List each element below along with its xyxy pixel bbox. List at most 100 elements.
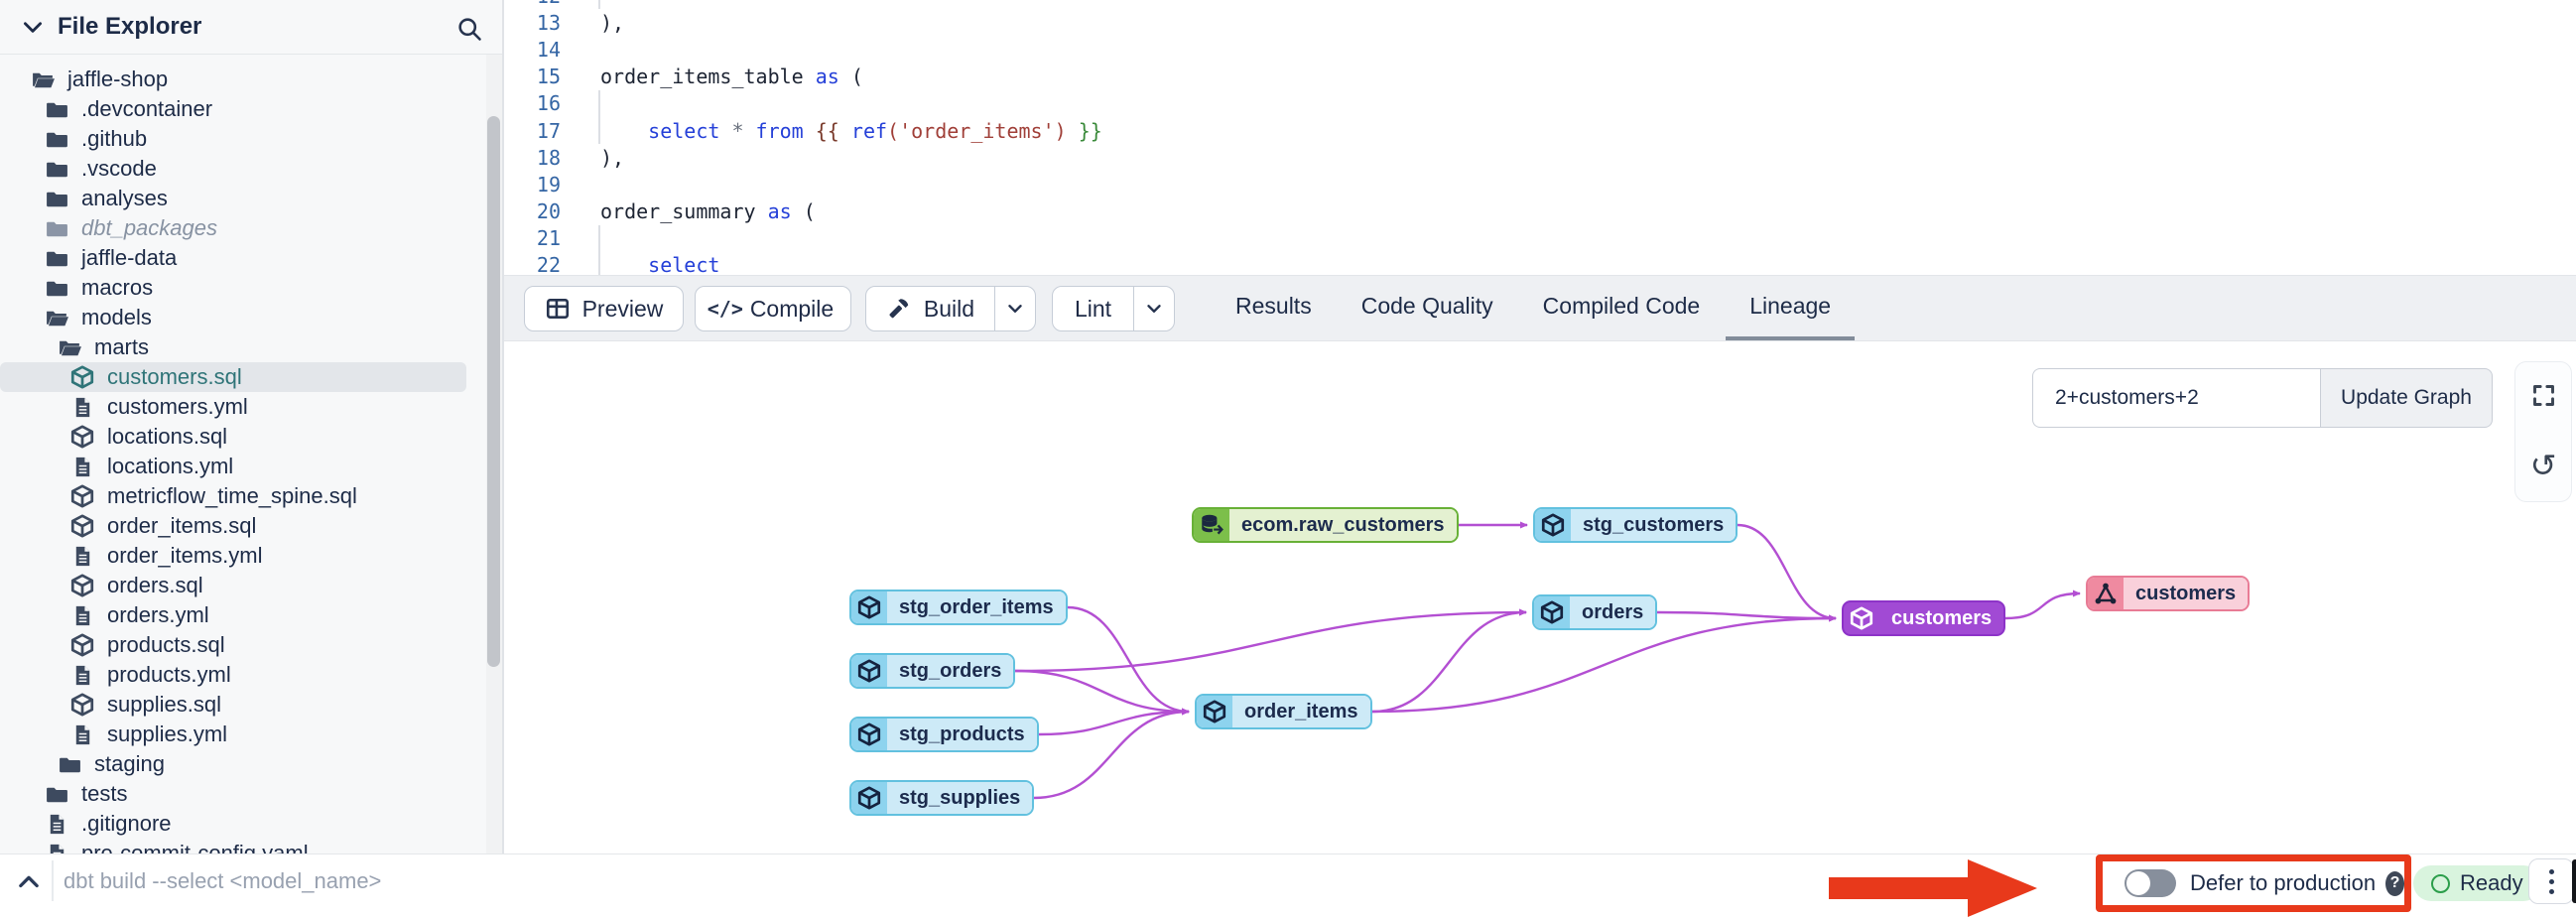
model-file-icon [69, 573, 95, 598]
file-item-macros[interactable]: macros [0, 273, 486, 303]
lineage-node-stg_order_items[interactable]: stg_order_items [849, 590, 1068, 625]
tab-lineage[interactable]: Lineage [1726, 276, 1856, 340]
file-item-staging[interactable]: staging [0, 749, 486, 779]
file-item--gitignore[interactable]: .gitignore [0, 809, 486, 839]
file-item-customers-yml[interactable]: customers.yml [0, 392, 486, 422]
help-icon[interactable]: ? [2385, 870, 2404, 896]
button-label: Preview [581, 295, 664, 322]
build-dropdown-caret[interactable] [994, 287, 1035, 330]
file-item-orders-yml[interactable]: orders.yml [0, 600, 486, 630]
lineage-node-stg_orders[interactable]: stg_orders [849, 653, 1016, 689]
file-item-label: .gitignore [81, 811, 172, 836]
file-item-label: .devcontainer [81, 96, 213, 121]
file-item-order-items-sql[interactable]: order_items.sql [0, 511, 486, 541]
doc-file-icon [44, 811, 69, 837]
tab-compiled-code[interactable]: Compiled Code [1542, 293, 1701, 319]
lineage-node-orders[interactable]: orders [1532, 594, 1658, 630]
lineage-node-stg_supplies[interactable]: stg_supplies [849, 780, 1035, 816]
lineage-node-stg_products[interactable]: stg_products [849, 717, 1039, 752]
file-explorer-header: File Explorer [0, 0, 502, 55]
file-item-label: jaffle-data [81, 245, 178, 270]
file-item-jaffle-shop[interactable]: jaffle-shop [0, 65, 486, 94]
tab-results[interactable]: Results [1235, 293, 1312, 319]
file-item-metricflow-time-spine-sql[interactable]: metricflow_time_spine.sql [0, 481, 486, 511]
status-circle-icon [2431, 873, 2450, 893]
file-item-marts[interactable]: marts [0, 332, 486, 362]
file-item--devcontainer[interactable]: .devcontainer [0, 94, 486, 124]
lineage-selector-input[interactable] [2032, 368, 2320, 428]
compile-button[interactable]: </>Compile [695, 286, 851, 331]
file-item-products-sql[interactable]: products.sql [0, 630, 486, 660]
model-file-icon [69, 424, 95, 450]
indent-guide [598, 0, 600, 10]
code-line-16: 16 [504, 89, 2576, 117]
search-icon[interactable] [454, 14, 484, 44]
line-number: 19 [536, 172, 561, 197]
chevron-up-icon[interactable] [14, 867, 44, 897]
file-item-products-yml[interactable]: products.yml [0, 660, 486, 690]
node-label: order_items [1232, 696, 1370, 727]
file-item-order-items-yml[interactable]: order_items.yml [0, 541, 486, 571]
file-item-supplies-yml[interactable]: supplies.yml [0, 720, 486, 749]
file-item-supplies-sql[interactable]: supplies.sql [0, 690, 486, 720]
tab-code-quality[interactable]: Code Quality [1360, 293, 1493, 319]
lineage-node-stg_customers[interactable]: stg_customers [1533, 507, 1739, 543]
chevron-down-icon[interactable] [20, 14, 46, 40]
file-item-orders-sql[interactable]: orders.sql [0, 571, 486, 600]
file-item-label: staging [94, 751, 165, 776]
file-item-models[interactable]: models [0, 303, 486, 332]
lineage-node-customers_semantic[interactable]: customers [2086, 576, 2251, 611]
update-graph-button[interactable]: Update Graph [2320, 368, 2493, 428]
line-number: 12 [504, 0, 561, 8]
folder-icon [57, 751, 82, 777]
lineage-view-controls: ↺ [2514, 361, 2572, 502]
fullscreen-icon[interactable] [2530, 382, 2557, 409]
file-item-label: order_items.yml [107, 543, 263, 568]
folder-icon [44, 156, 69, 182]
defer-to-production-toggle[interactable] [2125, 869, 2176, 897]
file-item-jaffle-data[interactable]: jaffle-data [0, 243, 486, 273]
file-item-label: locations.yml [107, 454, 234, 478]
code-line-19: 19 [504, 171, 2576, 197]
file-item-label: analyses [81, 186, 168, 210]
lint-dropdown-caret[interactable] [1133, 287, 1174, 330]
node-label: orders [1570, 596, 1656, 628]
lineage-node-customers[interactable]: customers [1842, 600, 2006, 636]
build-button[interactable]: Build [865, 286, 1036, 331]
file-item-dbt-packages[interactable]: dbt_packages [0, 213, 486, 243]
explorer-scrollbar-track [486, 55, 502, 853]
line-number: 15 [536, 65, 561, 89]
file-item--github[interactable]: .github [0, 124, 486, 154]
file-item-customers-sql[interactable]: customers.sql [0, 362, 466, 392]
model-file-icon [69, 483, 95, 509]
line-number: 22 [536, 253, 561, 275]
lineage-node-order_items[interactable]: order_items [1195, 694, 1372, 729]
file-item-tests[interactable]: tests [0, 779, 486, 809]
folder-icon [44, 275, 69, 301]
kebab-menu-button[interactable] [2528, 858, 2574, 904]
preview-button[interactable]: Preview [524, 286, 684, 331]
folder-icon [57, 334, 82, 360]
folder-icon [30, 66, 56, 92]
explorer-scrollbar-thumb[interactable] [487, 116, 500, 667]
file-item--vscode[interactable]: .vscode [0, 154, 486, 184]
folder-icon [44, 305, 69, 330]
lineage-node-raw_customers[interactable]: ecom.raw_customers [1192, 507, 1459, 543]
file-item-locations-yml[interactable]: locations.yml [0, 452, 486, 481]
command-input[interactable] [64, 860, 1552, 902]
model-cube-icon [1535, 509, 1571, 541]
file-item-pre-commit-config-yaml[interactable]: pre-commit-config.yaml [0, 839, 486, 853]
doc-file-icon [69, 394, 95, 420]
model-file-icon [69, 632, 95, 658]
code-line-17: 17 select * from {{ ref('order_items') }… [504, 116, 2576, 145]
node-label: stg_order_items [887, 591, 1066, 623]
file-item-analyses[interactable]: analyses [0, 184, 486, 213]
node-label: stg_supplies [887, 782, 1033, 814]
status-badge[interactable]: Ready [2413, 865, 2541, 901]
node-label: stg_orders [887, 655, 1014, 687]
file-item-locations-sql[interactable]: locations.sql [0, 422, 486, 452]
file-explorer-title: File Explorer [58, 13, 202, 40]
reset-view-icon[interactable]: ↺ [2529, 446, 2557, 484]
lint-button[interactable]: Lint [1052, 286, 1175, 331]
